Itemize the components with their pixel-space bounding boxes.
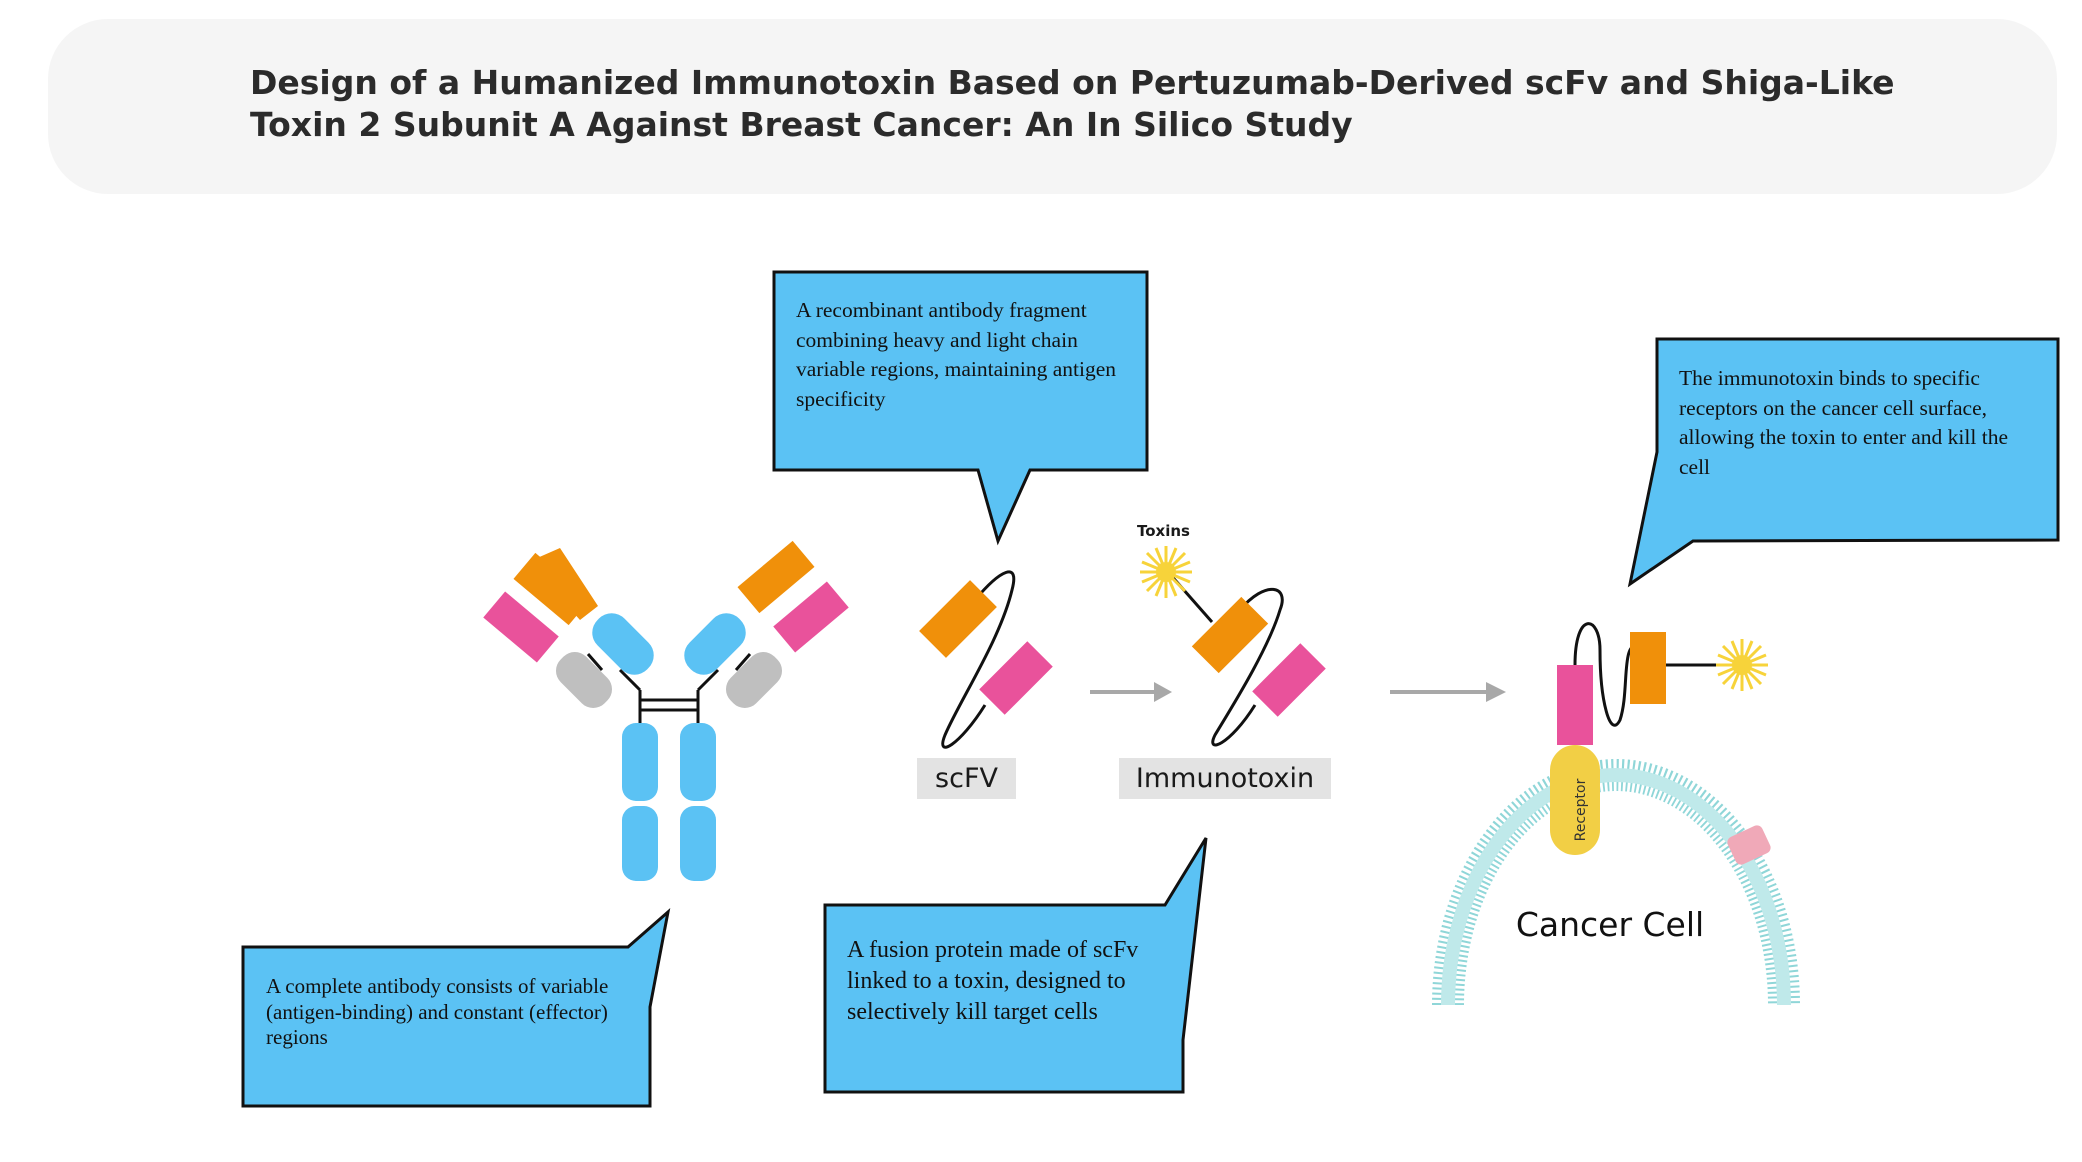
antibody-constant-domain bbox=[622, 723, 658, 801]
toxin-star-icon bbox=[1140, 546, 1192, 598]
callout-cell-box bbox=[1627, 337, 2060, 588]
antibody-constant-domain bbox=[680, 806, 716, 881]
scfv-heavy-variable bbox=[919, 580, 997, 658]
bound-light-variable bbox=[1557, 665, 1593, 745]
immunotoxin-light-variable bbox=[1252, 643, 1326, 717]
callout-immunotoxin-box bbox=[823, 837, 1208, 1094]
antibody-light-constant bbox=[555, 651, 613, 709]
arrow-immunotoxin-to-cell bbox=[1390, 682, 1506, 702]
callout-cell-text: The immunotoxin binds to specific recept… bbox=[1679, 366, 2008, 479]
antibody-heavy-variable bbox=[737, 540, 815, 614]
cell-membrane bbox=[1432, 759, 1800, 1006]
toxins-label: Toxins bbox=[1137, 522, 1190, 540]
title-banner bbox=[48, 19, 2057, 194]
antibody-constant-domain bbox=[680, 723, 716, 801]
callout-scfv-box bbox=[772, 270, 1149, 546]
immunotoxin-illustration bbox=[1140, 546, 1326, 747]
membrane-channel bbox=[1727, 825, 1771, 865]
arrow-scfv-to-immunotoxin bbox=[1090, 682, 1172, 702]
callout-antibody-text: A complete antibody consists of variable… bbox=[266, 974, 609, 1049]
bound-heavy-variable bbox=[1630, 632, 1666, 704]
antibody-light-constant bbox=[725, 651, 783, 709]
antibody-illustration bbox=[483, 540, 849, 881]
receptor bbox=[1550, 745, 1600, 855]
antibody-constant-domain bbox=[622, 806, 658, 881]
cancer-cell-label: Cancer Cell bbox=[1515, 905, 1705, 944]
scfv-label: scFV bbox=[917, 758, 1016, 799]
antibody-heavy-variable bbox=[513, 552, 591, 626]
antibody-light-variable bbox=[773, 581, 849, 653]
page-title: Design of a Humanized Immunotoxin Based … bbox=[250, 63, 1895, 144]
cancer-cell-illustration bbox=[1432, 622, 1800, 1006]
immunotoxin-heavy-variable bbox=[1191, 596, 1269, 674]
callout-scfv-text: A recombinant antibody fragment combinin… bbox=[796, 298, 1117, 411]
receptor-label: Receptor bbox=[1573, 778, 1589, 842]
antibody-light-variable bbox=[483, 591, 559, 663]
callout-antibody-box bbox=[241, 908, 671, 1108]
antibody-heavy-constant bbox=[592, 613, 654, 675]
antibody-heavy-constant bbox=[684, 613, 746, 675]
callout-immunotoxin-text: A fusion protein made of scFv linked to … bbox=[847, 937, 1139, 1025]
immunotoxin-label: Immunotoxin bbox=[1119, 758, 1331, 799]
scfv-light-variable bbox=[979, 641, 1053, 715]
bound-toxin-star-icon bbox=[1716, 639, 1768, 691]
scfv-illustration bbox=[919, 570, 1053, 749]
